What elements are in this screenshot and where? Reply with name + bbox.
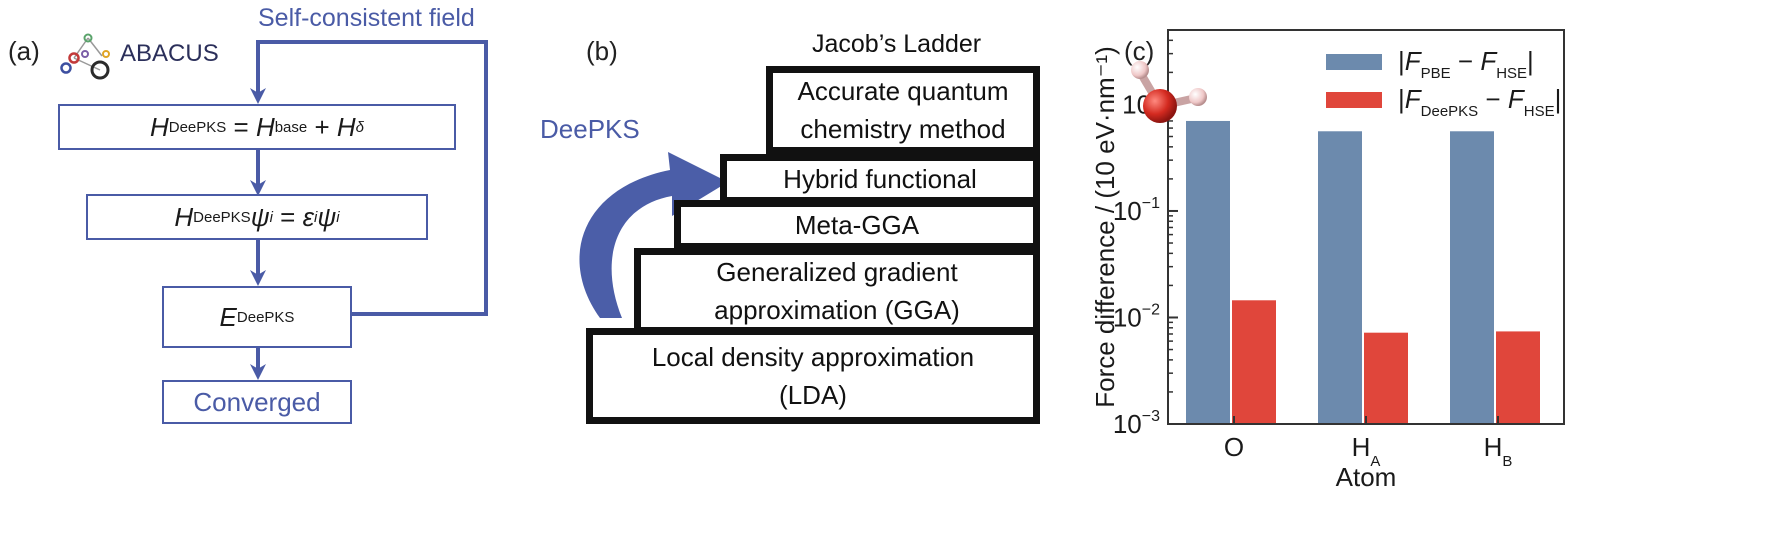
jacobs-ladder-title: Jacob’s Ladder xyxy=(812,30,982,58)
step-3-line2: approximation (GGA) xyxy=(714,295,960,325)
psi-symbol: ψ xyxy=(250,201,270,232)
scf-loop-label: Self-consistent field xyxy=(258,4,475,32)
psi-sub: i xyxy=(269,208,273,226)
bar-pbe-o xyxy=(1186,120,1230,424)
psi2-sub: i xyxy=(336,208,340,226)
plus: + xyxy=(307,111,337,142)
equals-2: = xyxy=(272,201,303,232)
step-4-line2: (LDA) xyxy=(779,380,847,410)
ytick-label-3: 10−3 xyxy=(1113,408,1160,439)
epsilon-sub: i xyxy=(314,208,318,226)
ladder-step-accurate-qc: Accurate quantum chemistry method xyxy=(766,66,1040,154)
e-sub: DeePKS xyxy=(236,308,295,326)
deepks-arrow-label: DeePKS xyxy=(540,114,640,144)
flow-connectors xyxy=(250,40,488,380)
step-1-line1: Hybrid functional xyxy=(783,164,977,194)
y-axis-label: Force difference / (10 eV·nm⁻¹) xyxy=(1090,46,1120,408)
step-0-line1: Accurate quantum xyxy=(797,76,1009,106)
legend-entry-0: |FPBE − FHSE| xyxy=(1398,46,1534,82)
h-sub: DeePKS xyxy=(168,118,227,136)
legend-entry-1: |FDeePKS − FHSE| xyxy=(1398,84,1561,120)
epsilon-symbol: ε xyxy=(302,201,315,232)
ladder-step-hybrid: Hybrid functional xyxy=(720,154,1040,204)
step-3-line1: Generalized gradient xyxy=(716,257,958,287)
equals: = xyxy=(226,111,256,142)
bar-deepks-o xyxy=(1232,300,1276,424)
panel-c-label: (c) xyxy=(1124,36,1155,66)
deepks-curved-arrow-icon xyxy=(579,152,728,318)
chart-legend: |FPBE − FHSE||FDeePKS − FHSE| xyxy=(1326,46,1561,120)
e-symbol: E xyxy=(219,301,237,332)
ladder-step-gga: Generalized gradient approximation (GGA) xyxy=(634,248,1040,334)
bar-pbe-h_b xyxy=(1450,131,1494,424)
xtick-label-2: HB xyxy=(1484,432,1513,470)
converged-box: Converged xyxy=(162,380,352,424)
step-2-line1: Meta-GGA xyxy=(794,210,920,240)
step-0-line2: chemistry method xyxy=(800,114,1006,144)
xtick-label-0: O xyxy=(1224,432,1244,462)
panel-a-label: (a) xyxy=(8,36,40,66)
h-base-symbol: H xyxy=(255,111,275,142)
psi2-symbol: ψ xyxy=(317,201,337,232)
chart-axis-labels: Atom Force difference / (10 eV·nm⁻¹) xyxy=(1090,46,1396,492)
chart-bars xyxy=(1186,120,1540,424)
h-delta-sub: δ xyxy=(355,118,365,136)
ytick-label-1: 10−1 xyxy=(1113,195,1160,226)
ytick-label-2: 10−2 xyxy=(1113,301,1160,332)
h-symbol: H xyxy=(149,111,169,142)
legend-swatch-0 xyxy=(1326,54,1382,70)
x-axis-label: Atom xyxy=(1336,462,1397,492)
ladder-step-meta-gga: Meta-GGA xyxy=(674,200,1040,250)
panel-b-label: (b) xyxy=(586,36,618,66)
h-base-sub: base xyxy=(274,118,308,136)
bar-deepks-h_a xyxy=(1364,332,1408,424)
abacus-logo-text: ABACUS xyxy=(120,40,219,67)
bar-deepks-h_b xyxy=(1496,331,1540,424)
legend-swatch-1 xyxy=(1326,92,1382,108)
xtick-label-1: HA xyxy=(1352,432,1381,470)
abacus-logo-icon xyxy=(60,33,110,80)
ladder-step-lda: Local density approximation (LDA) xyxy=(586,328,1040,424)
step-4-line1: Local density approximation xyxy=(651,342,975,372)
h2-symbol: H xyxy=(174,201,194,232)
scf-loop-line xyxy=(250,40,488,316)
h-delta-symbol: H xyxy=(336,111,356,142)
water-molecule-icon xyxy=(1131,61,1207,123)
h2-sub: DeePKS xyxy=(193,208,251,226)
bar-pbe-h_a xyxy=(1318,131,1362,424)
